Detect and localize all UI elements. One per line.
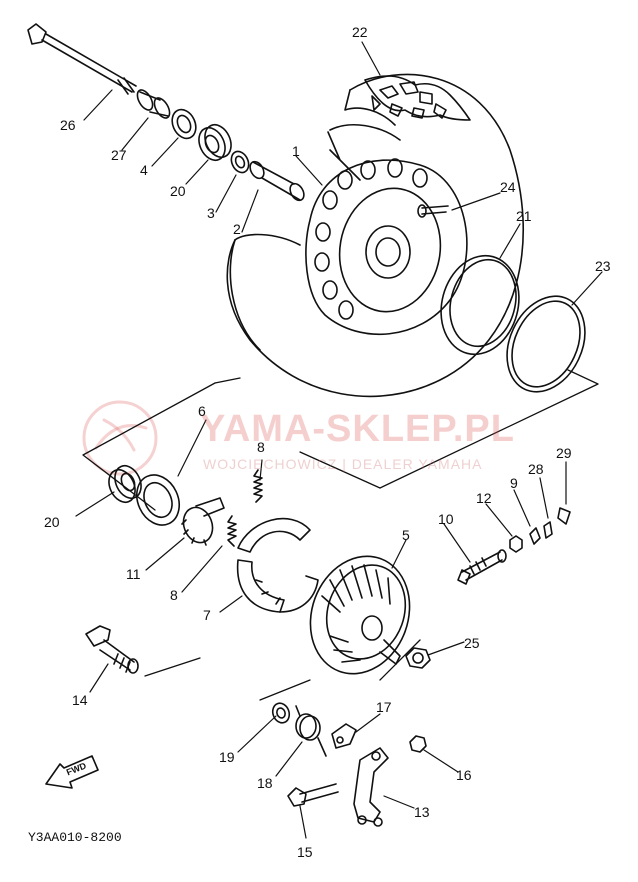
brake-lever-13 [353, 747, 389, 827]
callout-15: 15 [297, 844, 313, 860]
assembly-frame-lines [82, 369, 599, 701]
callout-16: 16 [456, 767, 472, 783]
callout-9: 9 [510, 475, 518, 491]
spring-8-lower [227, 515, 237, 547]
callout-12: 12 [476, 490, 492, 506]
callout-21: 21 [516, 208, 532, 224]
rim-band-21 [440, 254, 520, 356]
cotter-pin-28 [543, 521, 553, 539]
callout-18: 18 [257, 775, 273, 791]
torsion-spring-18 [295, 705, 327, 757]
callout-10: 10 [438, 511, 454, 527]
nut-16 [409, 735, 427, 753]
callout-20-lower: 20 [44, 514, 60, 530]
valve-24 [417, 204, 449, 218]
callout-24: 24 [500, 179, 516, 195]
callout-6: 6 [198, 403, 206, 419]
meter-gear-11 [181, 497, 225, 546]
watermark-brand: YAMA-SKLEP.PL [200, 408, 515, 450]
indicator-plate-17 [331, 723, 357, 749]
fwd-arrow-icon [45, 755, 99, 789]
brake-panel-5 [309, 555, 411, 675]
spacer-2 [249, 160, 305, 202]
brake-shoe-7 [236, 517, 319, 613]
callout-8-upper: 8 [257, 439, 265, 455]
diagram-code: Y3AA010-8200 [28, 830, 122, 845]
oil-seal-4 [171, 108, 197, 140]
axle-bolt-26 [27, 23, 137, 95]
clip-29 [557, 507, 571, 525]
callout-2: 2 [233, 221, 241, 237]
callout-11: 11 [126, 566, 141, 582]
callout-25: 25 [464, 635, 480, 651]
brake-cam-14 [85, 625, 139, 674]
callout-17: 17 [376, 699, 392, 715]
bearing-20-lower [108, 464, 142, 504]
callout-27: 27 [111, 147, 127, 163]
tire-22 [226, 73, 525, 398]
callout-5: 5 [402, 527, 410, 543]
bolt-15 [287, 783, 339, 807]
o-ring-23 [506, 295, 586, 393]
washer-9 [529, 527, 541, 545]
callout-13: 13 [414, 804, 430, 820]
callout-26: 26 [60, 117, 76, 133]
callout-23: 23 [595, 258, 611, 274]
callout-29: 29 [556, 445, 572, 461]
callout-3: 3 [207, 205, 215, 221]
callout-7: 7 [203, 607, 211, 623]
nut-12 [509, 535, 523, 553]
callout-20-upper: 20 [170, 183, 186, 199]
callout-28: 28 [528, 461, 544, 477]
circlip-3 [230, 150, 250, 174]
brake-camshaft-10 [457, 549, 507, 585]
oil-seal-6 [136, 474, 180, 526]
bearing-20-top [198, 123, 232, 162]
callout-19: 19 [219, 749, 235, 765]
callout-8-lower: 8 [170, 587, 178, 603]
washer-19 [271, 702, 291, 724]
collar-27 [136, 89, 171, 119]
callout-14: 14 [72, 692, 88, 708]
callout-1: 1 [292, 143, 300, 159]
leader-lines [75, 41, 603, 839]
watermark-logo-icon [82, 400, 158, 476]
nut-25 [405, 647, 431, 669]
callout-4: 4 [140, 162, 148, 178]
spring-8-upper [253, 469, 263, 503]
callout-22: 22 [352, 24, 368, 40]
watermark-dealer: WOJCIECHOWICZ | DEALER YAMAHA [203, 456, 483, 472]
wheel-rim-1 [305, 158, 468, 335]
